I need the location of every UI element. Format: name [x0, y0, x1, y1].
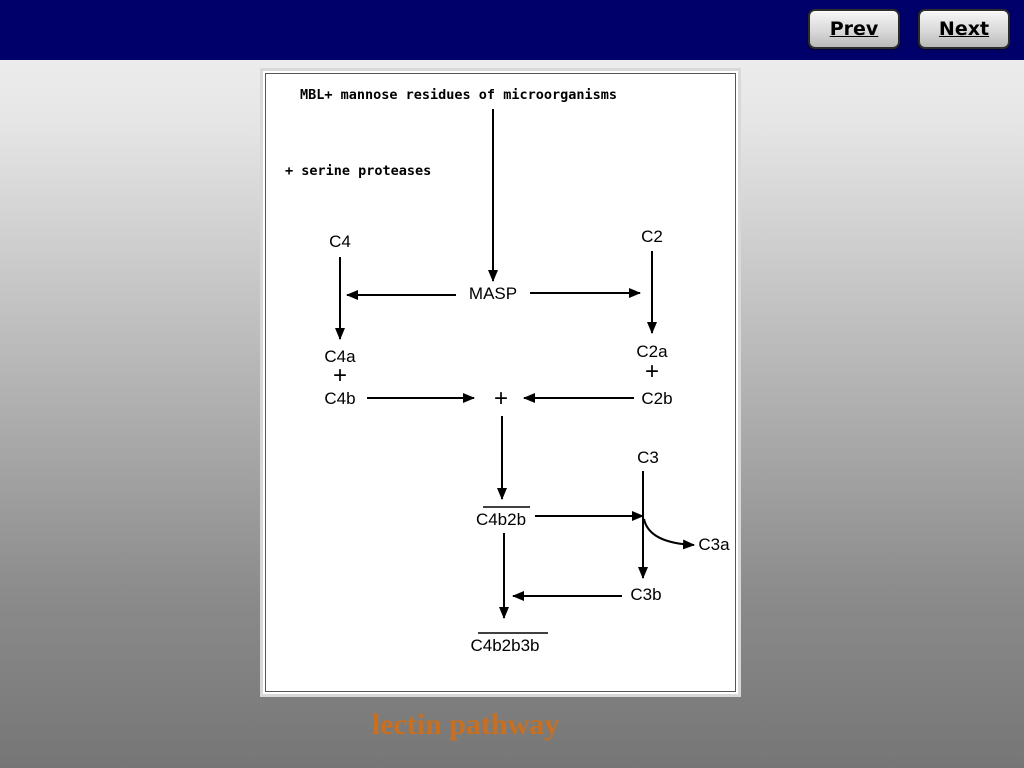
node-c3b: C3b [630, 585, 661, 604]
next-button[interactable]: Next [918, 9, 1010, 49]
node-c2a: C2a [636, 342, 668, 361]
serine-proteases-text: + serine proteases [285, 163, 431, 179]
node-c3a: C3a [698, 535, 730, 554]
plus-center: + [494, 385, 508, 412]
arrow-c3-to-c3a [643, 518, 695, 550]
node-c3: C3 [637, 448, 659, 467]
node-c4: C4 [329, 232, 351, 251]
prev-button[interactable]: Prev [808, 9, 900, 49]
top-nav-bar: Prev Next [0, 0, 1024, 60]
node-c4a: C4a [324, 347, 356, 366]
node-c4b2b3b: C4b2b3b [470, 636, 539, 655]
plus-c2: + [645, 358, 659, 385]
diagram-canvas: MBL+ mannose residues of microorganisms … [285, 87, 730, 655]
node-c2: C2 [641, 227, 663, 246]
plus-c4: + [333, 362, 347, 389]
header-text: MBL+ mannose residues of microorganisms [300, 87, 617, 103]
caption-lectin-pathway: lectin pathway [372, 708, 560, 741]
node-c4b: C4b [324, 389, 355, 408]
node-masp: MASP [469, 284, 517, 303]
diagram-frame [265, 73, 736, 692]
node-c2b: C2b [641, 389, 672, 408]
node-c4b2b: C4b2b [476, 510, 526, 529]
lectin-pathway-diagram: MBL+ mannose residues of microorganisms … [260, 68, 741, 697]
